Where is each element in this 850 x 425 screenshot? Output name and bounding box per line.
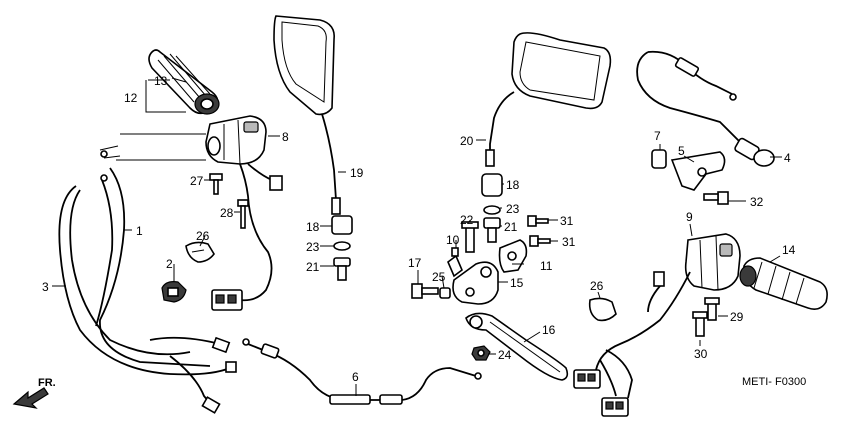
right-mirror <box>485 32 612 167</box>
callout-25: 25 <box>432 270 446 284</box>
left-connector <box>211 289 243 311</box>
callout-15: 15 <box>510 276 524 290</box>
right-switch-housing <box>595 233 741 371</box>
screw-28 <box>237 199 249 229</box>
callout-1: 1 <box>136 224 143 238</box>
callout-11: 11 <box>540 259 553 273</box>
callout-29: 29 <box>730 310 744 324</box>
callout-9: 9 <box>686 210 693 224</box>
callout-21-left: 21 <box>306 260 320 274</box>
lever-bracket <box>411 239 528 305</box>
callout-21-right: 21 <box>504 220 518 234</box>
callout-18-left: 18 <box>306 220 320 234</box>
left-mirror <box>273 15 341 215</box>
callout-14: 14 <box>782 243 796 257</box>
callout-23-right: 23 <box>506 202 520 216</box>
callout-4: 4 <box>784 151 791 165</box>
callout-8: 8 <box>282 130 289 144</box>
callout-32: 32 <box>750 195 764 209</box>
callout-6: 6 <box>352 370 359 384</box>
callout-12: 12 <box>124 91 138 105</box>
leader-lines <box>52 77 782 396</box>
callout-7: 7 <box>654 129 661 143</box>
callout-20: 20 <box>460 134 474 148</box>
callout-28: 28 <box>220 206 234 220</box>
mirror-adapter-left <box>331 215 353 281</box>
cable-guide <box>161 281 187 303</box>
callout-17: 17 <box>408 256 422 270</box>
right-grip <box>739 257 828 310</box>
callout-numbers: 13 12 8 1 3 2 26 27 28 19 18 23 21 20 18… <box>42 74 796 384</box>
throttle-cables <box>58 145 237 414</box>
pivot-nut <box>471 345 491 361</box>
direction-label: FR. <box>38 377 56 389</box>
front-direction-arrow: FR. <box>12 377 56 409</box>
callout-10: 10 <box>446 233 460 247</box>
screw-27 <box>209 173 223 195</box>
callout-31-upper: 31 <box>560 214 574 228</box>
front-brake-lever <box>465 312 569 381</box>
mirror-adapter-right <box>461 173 503 253</box>
callout-18-right: 18 <box>506 178 520 192</box>
screw-30 <box>692 311 708 337</box>
callout-3: 3 <box>42 280 49 294</box>
callout-27: 27 <box>190 174 204 188</box>
callout-26-left: 26 <box>196 229 210 243</box>
callout-22: 22 <box>460 213 474 227</box>
callout-31-lower: 31 <box>562 235 576 249</box>
screws-31 <box>527 215 551 247</box>
callout-16: 16 <box>542 323 556 337</box>
cable-bracket <box>651 149 729 205</box>
diagram-code: METI- F0300 <box>742 376 806 388</box>
callout-2: 2 <box>166 257 173 271</box>
callout-30: 30 <box>694 347 708 361</box>
clutch-cable <box>242 338 482 405</box>
throttle-housing <box>205 115 283 302</box>
callout-23-left: 23 <box>306 240 320 254</box>
callout-5: 5 <box>678 144 685 158</box>
callout-19: 19 <box>350 166 364 180</box>
screw-29 <box>704 297 720 321</box>
callout-26-right: 26 <box>590 279 604 293</box>
callout-24: 24 <box>498 348 512 362</box>
cable-clip-right <box>588 297 617 322</box>
callout-13: 13 <box>154 74 168 88</box>
right-connectors <box>573 349 633 417</box>
choke-cable <box>636 50 775 167</box>
cable-clip-left <box>185 241 215 263</box>
